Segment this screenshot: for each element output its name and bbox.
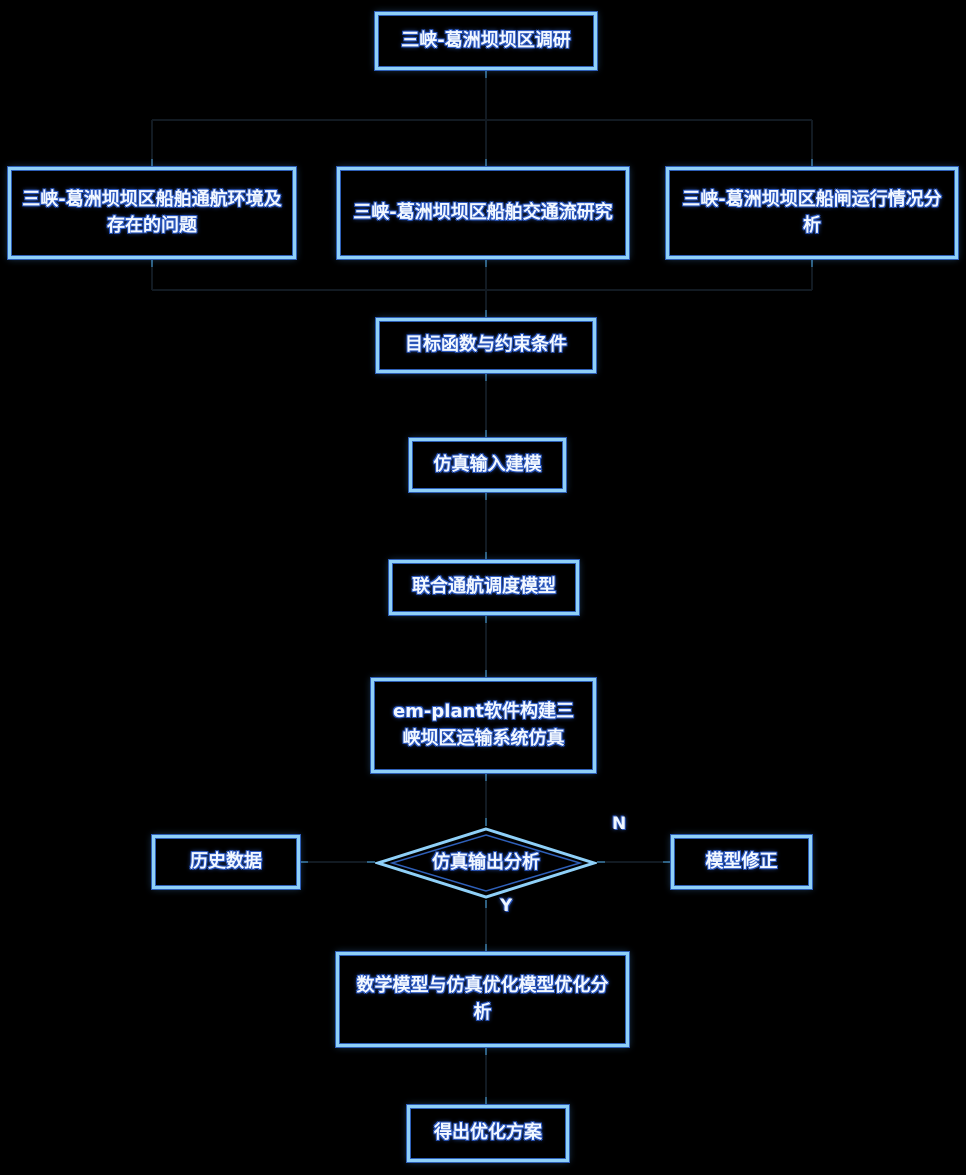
node-traffic-flow-study: 三峡-葛洲坝坝区船舶交通流研究 — [337, 167, 629, 259]
node-objective-constraints: 目标函数与约束条件 — [376, 318, 596, 373]
decision-diamond-shape — [375, 827, 597, 899]
node-research-label: 三峡-葛洲坝坝区调研 — [401, 29, 571, 51]
node-lock-operation-analysis-label: 三峡-葛洲坝坝区船闸运行情况分析 — [682, 188, 942, 236]
decision-simulation-output-analysis-label: 仿真输出分析 — [432, 851, 540, 873]
node-final-optimization-plan: 得出优化方案 — [407, 1105, 569, 1162]
branch-label-no: N — [612, 814, 627, 834]
node-historical-data-label: 历史数据 — [190, 850, 262, 872]
node-lock-operation-analysis: 三峡-葛洲坝坝区船闸运行情况分析 — [666, 167, 958, 259]
node-navigation-environment: 三峡-葛洲坝坝区船舶通航环境及存在的问题 — [8, 167, 296, 259]
node-optimization-analysis-label: 数学模型与仿真优化模型优化分析 — [356, 975, 609, 1023]
node-joint-scheduling-model-label: 联合通航调度模型 — [412, 576, 556, 598]
node-model-correction-label: 模型修正 — [705, 850, 778, 872]
node-historical-data: 历史数据 — [152, 835, 300, 889]
node-joint-scheduling-model: 联合通航调度模型 — [389, 560, 579, 615]
branch-label-yes: Y — [500, 896, 513, 916]
node-emplant-simulation: em-plant软件构建三峡坝区运输系统仿真 — [371, 678, 596, 773]
node-model-correction: 模型修正 — [671, 835, 812, 889]
node-objective-constraints-label: 目标函数与约束条件 — [405, 334, 567, 356]
decision-simulation-output-analysis: 仿真输出分析 — [375, 826, 597, 900]
node-optimization-analysis: 数学模型与仿真优化模型优化分析 — [336, 952, 629, 1047]
node-simulation-input-modeling: 仿真输入建模 — [409, 438, 566, 492]
node-simulation-input-modeling-label: 仿真输入建模 — [433, 453, 542, 475]
node-research: 三峡-葛洲坝坝区调研 — [375, 12, 597, 70]
node-traffic-flow-study-label: 三峡-葛洲坝坝区船舶交通流研究 — [353, 201, 613, 223]
node-emplant-simulation-label: em-plant软件构建三峡坝区运输系统仿真 — [392, 701, 575, 749]
node-final-optimization-plan-label: 得出优化方案 — [434, 1122, 542, 1144]
node-navigation-environment-label: 三峡-葛洲坝坝区船舶通航环境及存在的问题 — [22, 188, 282, 236]
